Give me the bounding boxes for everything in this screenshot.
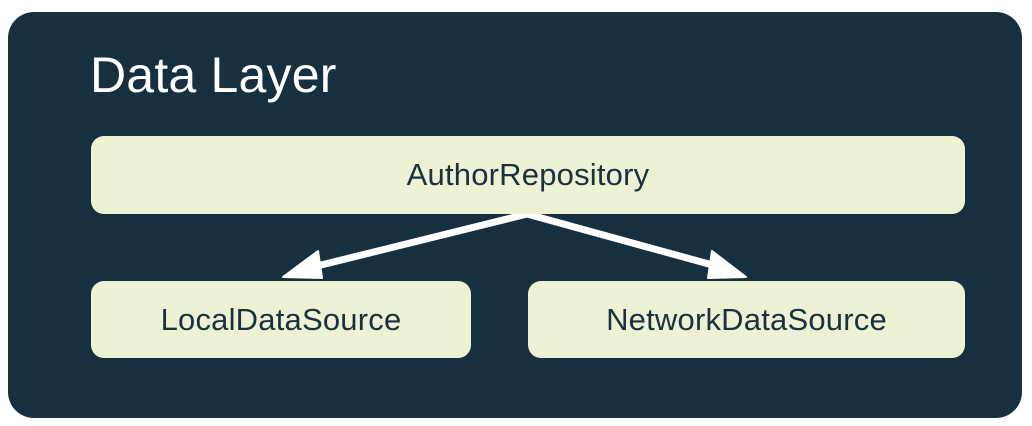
- node-label: LocalDataSource: [160, 301, 402, 337]
- page-title: Data Layer: [90, 47, 337, 103]
- node-author-repository[interactable]: AuthorRepository: [91, 136, 965, 214]
- node-local-data-source[interactable]: LocalDataSource: [91, 281, 471, 358]
- node-label: NetworkDataSource: [606, 301, 887, 337]
- node-label: AuthorRepository: [406, 157, 650, 192]
- node-network-data-source[interactable]: NetworkDataSource: [528, 281, 965, 358]
